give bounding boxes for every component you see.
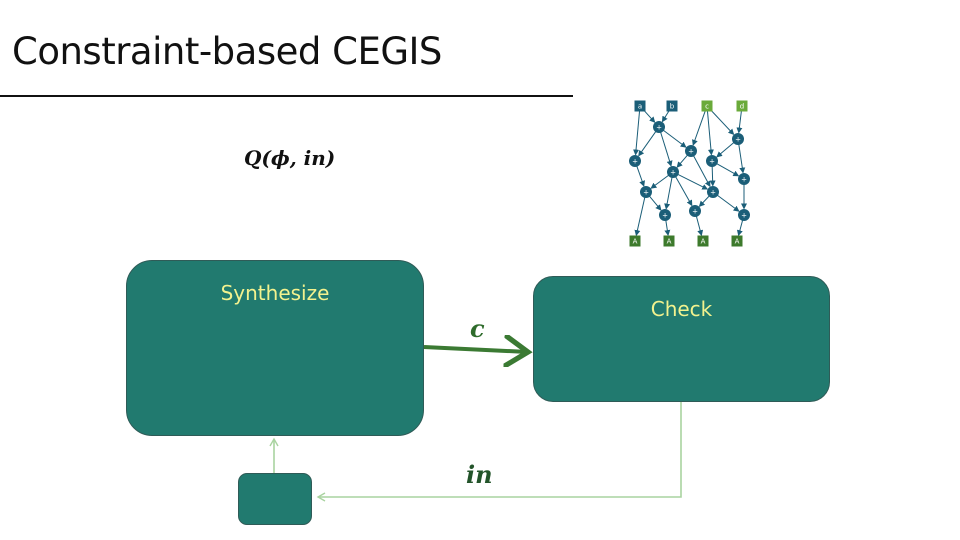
graph-edge [660, 131, 673, 167]
graph-output-node [629, 235, 641, 247]
graph-edge [736, 110, 743, 134]
graph-plus-node [738, 209, 750, 221]
graph-edge [709, 165, 716, 187]
graph-node-label: + [643, 189, 649, 197]
graph-edge [633, 110, 641, 156]
graph-node-label: + [741, 212, 747, 220]
graph-node-label: + [741, 176, 747, 184]
graph-plus-node [640, 186, 652, 198]
arrow-check-to-input-box [316, 402, 682, 502]
graph-edge [695, 215, 704, 237]
graph-node-label: A [701, 238, 706, 246]
graph-node-label: + [662, 212, 668, 220]
graph-edge [664, 219, 671, 237]
graph-edge [710, 109, 735, 135]
graph-node-label: b [670, 103, 675, 111]
graph-input-node [634, 100, 646, 112]
graph-node-label: A [633, 238, 638, 246]
graph-node-label: + [692, 208, 698, 216]
edge-label-in: in [466, 460, 493, 489]
graph-input-node [701, 100, 713, 112]
graph-edge [692, 155, 711, 188]
check-box[interactable]: Check [533, 276, 830, 402]
graph-edge [664, 176, 673, 210]
graph-edge [675, 176, 693, 207]
graph-plus-node [659, 209, 671, 221]
graph-edge [634, 196, 646, 237]
graph-edge [716, 163, 740, 177]
graph-plus-node [685, 145, 697, 157]
graph-edge [698, 195, 710, 208]
graph-node-label: + [632, 158, 638, 166]
graph-edge [738, 143, 746, 174]
graph-edge [716, 141, 735, 158]
graph-plus-node [653, 121, 665, 133]
graph-node-label: a [638, 103, 642, 111]
graph-plus-node [689, 205, 701, 217]
graph-node-label: + [656, 124, 662, 132]
graph-edge [662, 129, 687, 148]
input-box[interactable] [238, 473, 312, 525]
graph-node-label: d [740, 103, 744, 111]
graph-plus-node [732, 133, 744, 145]
title-divider [0, 95, 573, 97]
graph-plus-node [738, 173, 750, 185]
graph-edge [706, 110, 714, 156]
graph-edge [650, 174, 670, 189]
synthesize-label: Synthesize [220, 281, 330, 305]
graph-input-node [736, 100, 748, 112]
graph-node-label: + [709, 158, 715, 166]
graph-edge [642, 109, 656, 123]
graph-edge [648, 195, 662, 211]
graph-edge [676, 154, 689, 168]
graph-node-label: + [688, 148, 694, 156]
graph-edge [638, 130, 657, 157]
graph-edge [692, 110, 706, 146]
slide-title: Constraint-based CEGIS [12, 30, 442, 73]
graph-edge [661, 109, 670, 123]
dataflow-graph: a b c d + + + + + + + + + + + + A A A A [629, 100, 750, 247]
graph-plus-node [667, 166, 679, 178]
graph-node-label: A [735, 238, 740, 246]
graph-output-node [697, 235, 709, 247]
graph-node-label: c [705, 103, 709, 111]
edge-label-c: c [470, 314, 485, 343]
formula-q-phi-in: Q(ϕ, in) [244, 146, 336, 170]
graph-edge [677, 173, 709, 190]
graph-plus-node [707, 186, 719, 198]
graph-node-label: + [670, 169, 676, 177]
graph-output-node [731, 235, 743, 247]
check-label: Check [650, 297, 713, 321]
graph-node-label: A [667, 238, 672, 246]
arrow-synthesize-to-check [423, 347, 528, 352]
graph-edge [716, 194, 740, 212]
graph-edge [636, 165, 645, 187]
graph-output-node [663, 235, 675, 247]
graph-edge [736, 219, 744, 237]
graph-plus-node [706, 155, 718, 167]
graph-plus-node [629, 155, 641, 167]
synthesize-box[interactable]: Synthesize [126, 260, 424, 436]
graph-node-label: + [710, 189, 716, 197]
graph-node-label: + [735, 136, 741, 144]
graph-input-node [666, 100, 678, 112]
